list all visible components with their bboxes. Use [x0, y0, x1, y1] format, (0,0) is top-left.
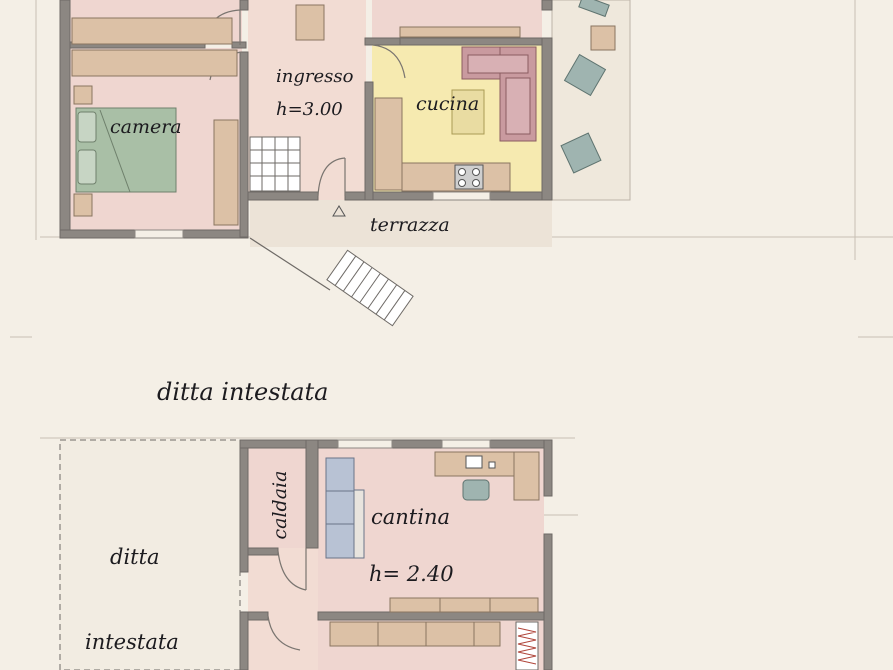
sofa	[461, 46, 537, 142]
label-intestata: intestata	[85, 630, 179, 654]
upper-floor	[59, 0, 631, 327]
label-camera: camera	[110, 116, 182, 138]
balcony-chairs	[560, 0, 616, 174]
desk-chair	[462, 479, 490, 501]
label-caldaia: caldaia	[269, 470, 291, 540]
nightstand-2	[73, 193, 93, 217]
entrance-arrow	[332, 205, 346, 217]
cantina-cabinets	[389, 597, 539, 613]
bed	[75, 107, 177, 193]
upper-walls	[59, 0, 553, 239]
bottom-cabinets	[329, 621, 501, 647]
label-ingresso: ingresso	[276, 66, 354, 87]
lower-windows	[337, 439, 491, 449]
label-ditta: ditta	[110, 545, 160, 569]
stove	[454, 164, 484, 190]
upper-windows	[134, 191, 491, 239]
wardrobe-top	[71, 17, 233, 45]
wardrobe-camera-top	[71, 49, 238, 77]
wardrobe-camera-right	[213, 119, 239, 226]
label-ditta-intestata-title: ditta intestata	[157, 378, 329, 406]
shelving-unit	[325, 457, 365, 559]
label-cantina-height: h= 2.40	[369, 562, 454, 586]
terrace-edge	[249, 237, 331, 291]
desk-top	[295, 4, 325, 41]
caldaia-room	[248, 448, 306, 548]
lower-corridor	[248, 548, 318, 670]
label-terrazza: terrazza	[370, 214, 450, 236]
label-cantina: cantina	[371, 505, 451, 529]
label-ingresso-height: h=3.00	[276, 99, 343, 120]
lower-floor	[59, 439, 553, 670]
dining-table	[451, 89, 485, 135]
nightstand-1	[73, 85, 93, 105]
bottom-stairs	[515, 621, 539, 670]
terrace-stairs	[326, 249, 414, 327]
lower-doors	[267, 548, 307, 651]
shelf-top-right	[399, 26, 521, 38]
desk	[434, 451, 540, 501]
kitchen-counter-left	[374, 97, 403, 191]
ingresso-stairs	[249, 136, 301, 192]
terrazza-area	[250, 200, 552, 247]
label-cucina: cucina	[416, 93, 480, 115]
